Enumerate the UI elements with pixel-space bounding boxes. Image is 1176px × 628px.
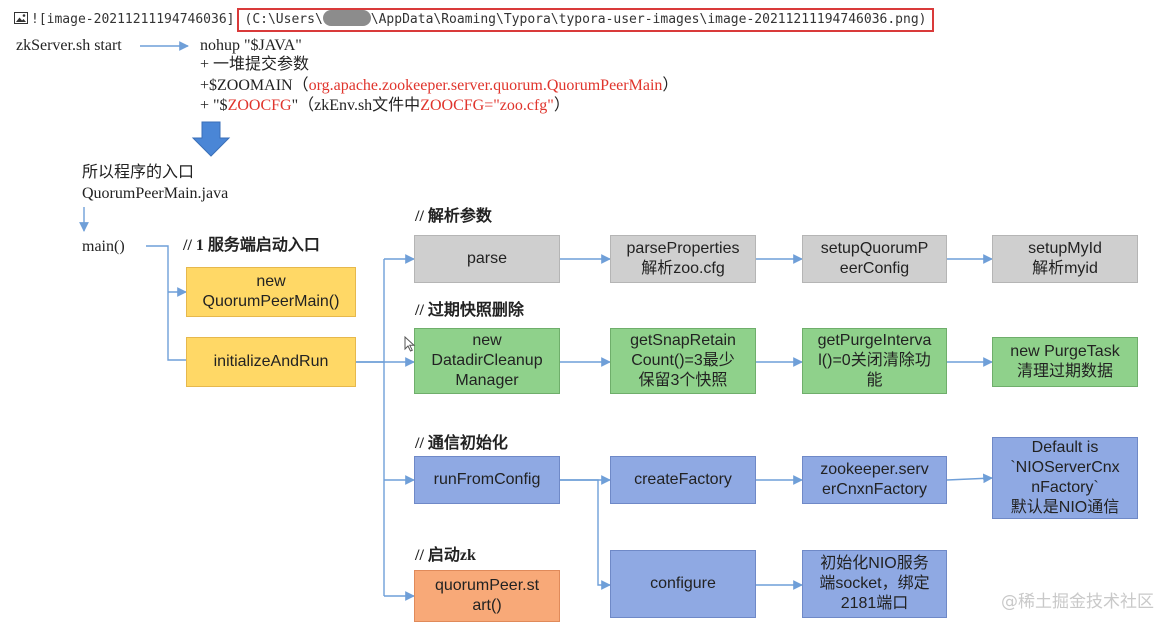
mouse-cursor-icon — [404, 336, 416, 352]
box-run-from-config: runFromConfig — [414, 456, 560, 504]
line-main-to-boxes — [146, 245, 186, 361]
box-default-nio: Default is `NIOServerCnx nFactory` 默认是NI… — [992, 437, 1138, 519]
zoomain-line: +$ZOOMAIN（org.apache.zookeeper.server.qu… — [200, 77, 679, 94]
box-setup-quorum-peer-config: setupQuorumP eerConfig — [802, 235, 947, 283]
box-setup-myid: setupMyId 解析myid — [992, 235, 1138, 283]
watermark: @稀土掘金技术社区 — [1001, 592, 1154, 612]
entry-heading: 所以程序的入口 — [82, 164, 195, 181]
image-reference-line: ![image-20211211194746036] (C:\Users\ \App… — [14, 8, 935, 32]
box-quorum-peer-start: quorumPeer.st art() — [414, 570, 560, 622]
line-init-to-branches — [356, 259, 385, 363]
label-service-entry: // 1 服务端启动入口 — [183, 237, 320, 254]
line-rfc-configure — [560, 479, 611, 590]
box-initialize-and-run: initializeAndRun — [186, 337, 356, 387]
box-purge-task: new PurgeTask 清理过期数据 — [992, 337, 1138, 387]
label-parse-args: // 解析参数 — [415, 208, 492, 225]
entry-file: QuorumPeerMain.java — [82, 185, 229, 202]
zoocfg-line: + "$ZOOCFG"（zkEnv.sh文件中ZOOCFG="zoo.cfg"） — [200, 97, 570, 114]
path-end: \AppData\Roaming\Typora\typora-user-imag… — [370, 12, 927, 27]
big-down-arrow — [191, 121, 231, 157]
image-icon — [14, 12, 28, 24]
box-parse: parse — [414, 235, 560, 283]
box-datadir-cleanup-manager: new DatadirCleanup Manager — [414, 328, 560, 394]
label-purge: // 过期快照删除 — [415, 302, 524, 319]
start-command: zkServer.sh start — [16, 37, 122, 54]
box-get-purge-interval: getPurgeInterva l()=0关闭清除功 能 — [802, 328, 947, 394]
image-ref-prefix: ![image-20211211194746036] — [31, 12, 235, 27]
main-method: main() — [82, 238, 125, 255]
path-start: (C:\Users\ — [244, 12, 323, 27]
box-init-nio-socket: 初始化NIO服务 端socket，绑定 2181端口 — [802, 550, 947, 618]
label-start-zk: // 启动zk — [415, 547, 476, 564]
box-new-quorumpeermain: new QuorumPeerMain() — [186, 267, 356, 317]
box-configure: configure — [610, 550, 756, 618]
image-path-highlight: (C:\Users\ \AppData\Roaming\Typora\typora… — [236, 8, 935, 32]
box-server-cnxn-factory: zookeeper.serv erCnxnFactory — [802, 456, 947, 504]
main-class-name: org.apache.zookeeper.server.quorum.Quoru… — [308, 77, 663, 94]
box-get-snap-retain-count: getSnapRetain Count()=3最少 保留3个快照 — [610, 328, 756, 394]
box-create-factory: createFactory — [610, 456, 756, 504]
redacted-username — [322, 10, 371, 26]
nohup-line: nohup "$JAVA" — [200, 37, 302, 54]
box-parse-properties: parseProperties 解析zoo.cfg — [610, 235, 756, 283]
label-comm-init: // 通信初始化 — [415, 435, 508, 452]
params-line: + 一堆提交参数 — [200, 56, 310, 73]
arrow-zk-default — [946, 473, 993, 484]
